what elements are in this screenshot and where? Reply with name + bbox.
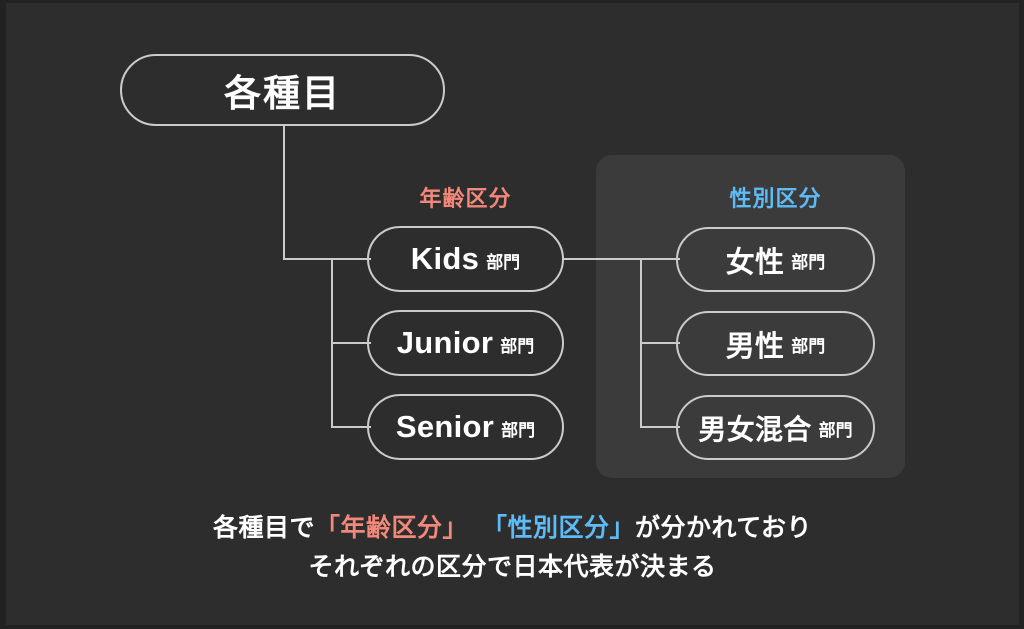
node-male-main: 男性 [725,330,785,363]
connector-root-vertical [283,125,285,260]
connector-gender-mixed [640,426,680,428]
caption-line1-part2: が分かれており [635,514,813,542]
node-senior[interactable]: Senior 部門 [367,394,564,460]
connector-age-kids [331,258,371,260]
connector-gender-male [640,342,680,344]
node-kids-sub: 部門 [486,252,521,272]
node-mixed-sub: 部門 [818,421,853,440]
node-root[interactable]: 各種目 [120,54,445,126]
node-mixed-main: 男女混合 [698,413,812,445]
node-junior-sub: 部門 [500,336,535,356]
node-junior[interactable]: Junior 部門 [367,310,564,376]
node-kids-main: Kids [410,241,480,276]
node-senior-sub: 部門 [501,420,536,440]
caption-block: 各種目で「年齢区分」「性別区分」が分かれており それぞれの区分で日本代表が決まる [6,509,1019,587]
caption-line-2: それぞれの区分で日本代表が決まる [308,553,717,581]
connector-age-junior [331,342,371,344]
caption-line1-part1: 各種目で [212,514,315,542]
node-junior-main: Junior [396,325,494,360]
caption-age-tag: 「年齢区分」 [314,514,468,542]
node-root-label: 各種目 [224,73,341,114]
connector-root-horizontal [283,258,333,260]
caption-line-1: 各種目で「年齢区分」「性別区分」が分かれており [6,509,1019,548]
node-mixed[interactable]: 男女混合 部門 [676,395,875,460]
gender-category-label: 性別区分 [729,186,822,211]
node-male[interactable]: 男性 部門 [676,311,875,376]
node-male-sub: 部門 [791,337,826,356]
node-senior-main: Senior [395,409,495,444]
connector-kids-to-gender [562,258,642,260]
caption-gender-tag: 「性別区分」 [482,514,636,542]
node-female-sub: 部門 [791,253,826,272]
node-female-main: 女性 [725,246,785,279]
connector-age-senior [331,426,371,428]
connector-gender-female [640,258,680,260]
node-kids[interactable]: Kids 部門 [367,226,564,292]
node-female[interactable]: 女性 部門 [676,227,875,292]
slide-inner: 各種目 年齢区分 性別区分 Kids 部門 Junior 部門 Senior 部… [6,3,1019,625]
age-category-label: 年齢区分 [419,186,512,211]
